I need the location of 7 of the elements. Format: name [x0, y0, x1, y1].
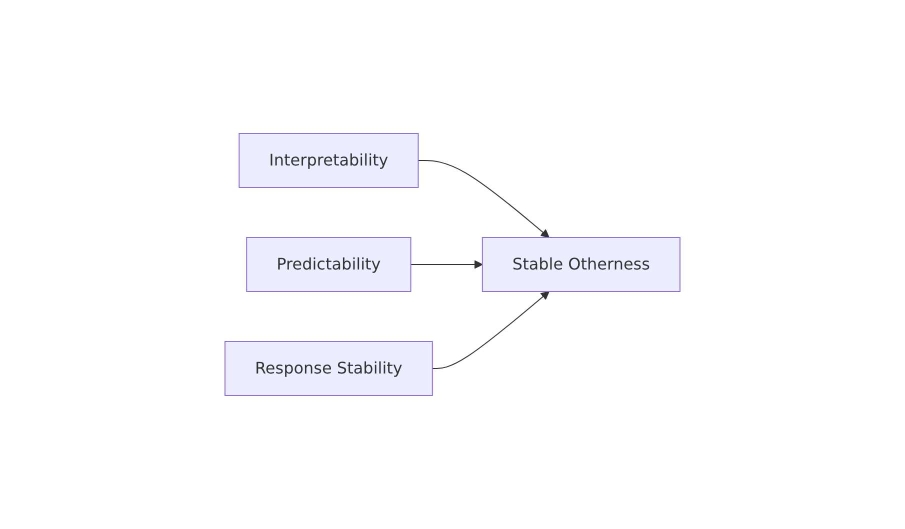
- arrow: [410, 260, 483, 269]
- arrow: [418, 160, 550, 238]
- arrow: [432, 291, 550, 369]
- node-box: Interpretability: [238, 133, 419, 188]
- node-box: Stable Otherness: [482, 237, 680, 292]
- node-box: Response Stability: [224, 341, 433, 396]
- node-box: Predictability: [246, 237, 412, 292]
